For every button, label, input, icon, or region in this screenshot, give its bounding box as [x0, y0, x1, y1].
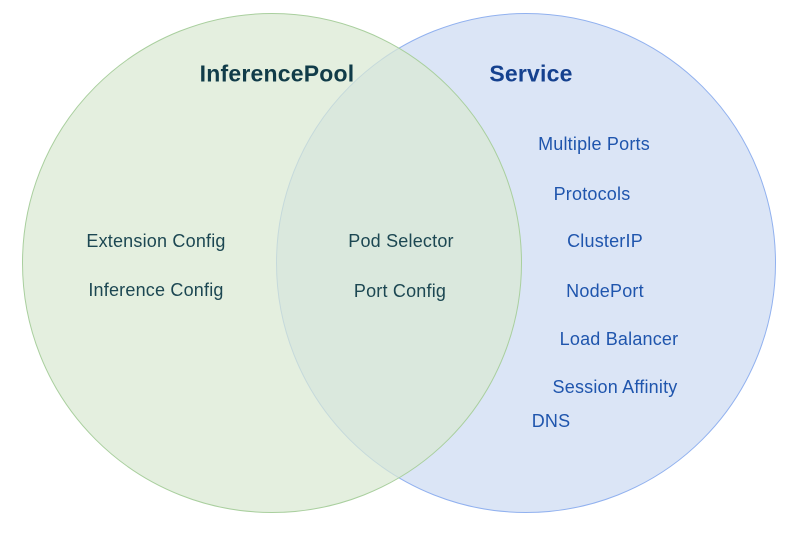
label-inference-config: Inference Config [88, 280, 224, 300]
label-multiple-ports: Multiple Ports [538, 134, 650, 154]
inferencepool-title: InferencePool [199, 60, 355, 87]
service-title: Service [489, 60, 573, 87]
label-clusterip: ClusterIP [567, 231, 643, 251]
label-pod-selector: Pod Selector [348, 231, 454, 251]
label-session-affinity: Session Affinity [552, 377, 678, 397]
label-extension-config: Extension Config [86, 231, 226, 251]
inferencepool-circle [22, 13, 522, 513]
label-load-balancer: Load Balancer [559, 329, 679, 349]
label-dns: DNS [531, 411, 571, 431]
label-protocols: Protocols [553, 184, 631, 204]
label-port-config: Port Config [353, 281, 447, 301]
label-nodeport: NodePort [566, 281, 644, 301]
